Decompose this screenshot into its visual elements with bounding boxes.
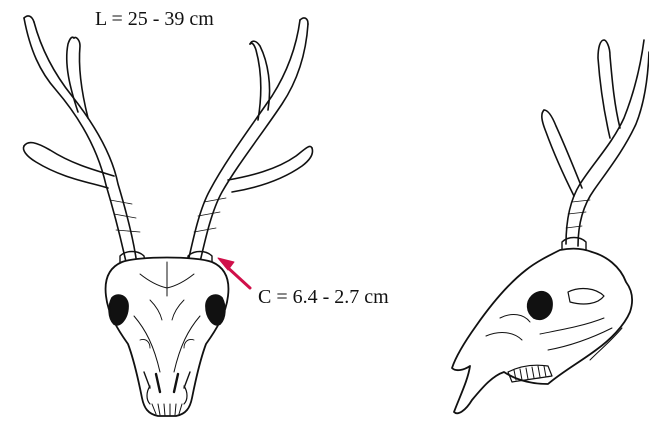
left-antler-front <box>24 16 147 271</box>
antler-side <box>542 40 649 255</box>
right-antler-front <box>188 18 313 271</box>
antlered-skull-side-icon <box>452 40 649 413</box>
cranium-front <box>106 258 229 417</box>
cranium-side <box>452 249 632 414</box>
antlered-skull-front-icon <box>24 16 313 416</box>
